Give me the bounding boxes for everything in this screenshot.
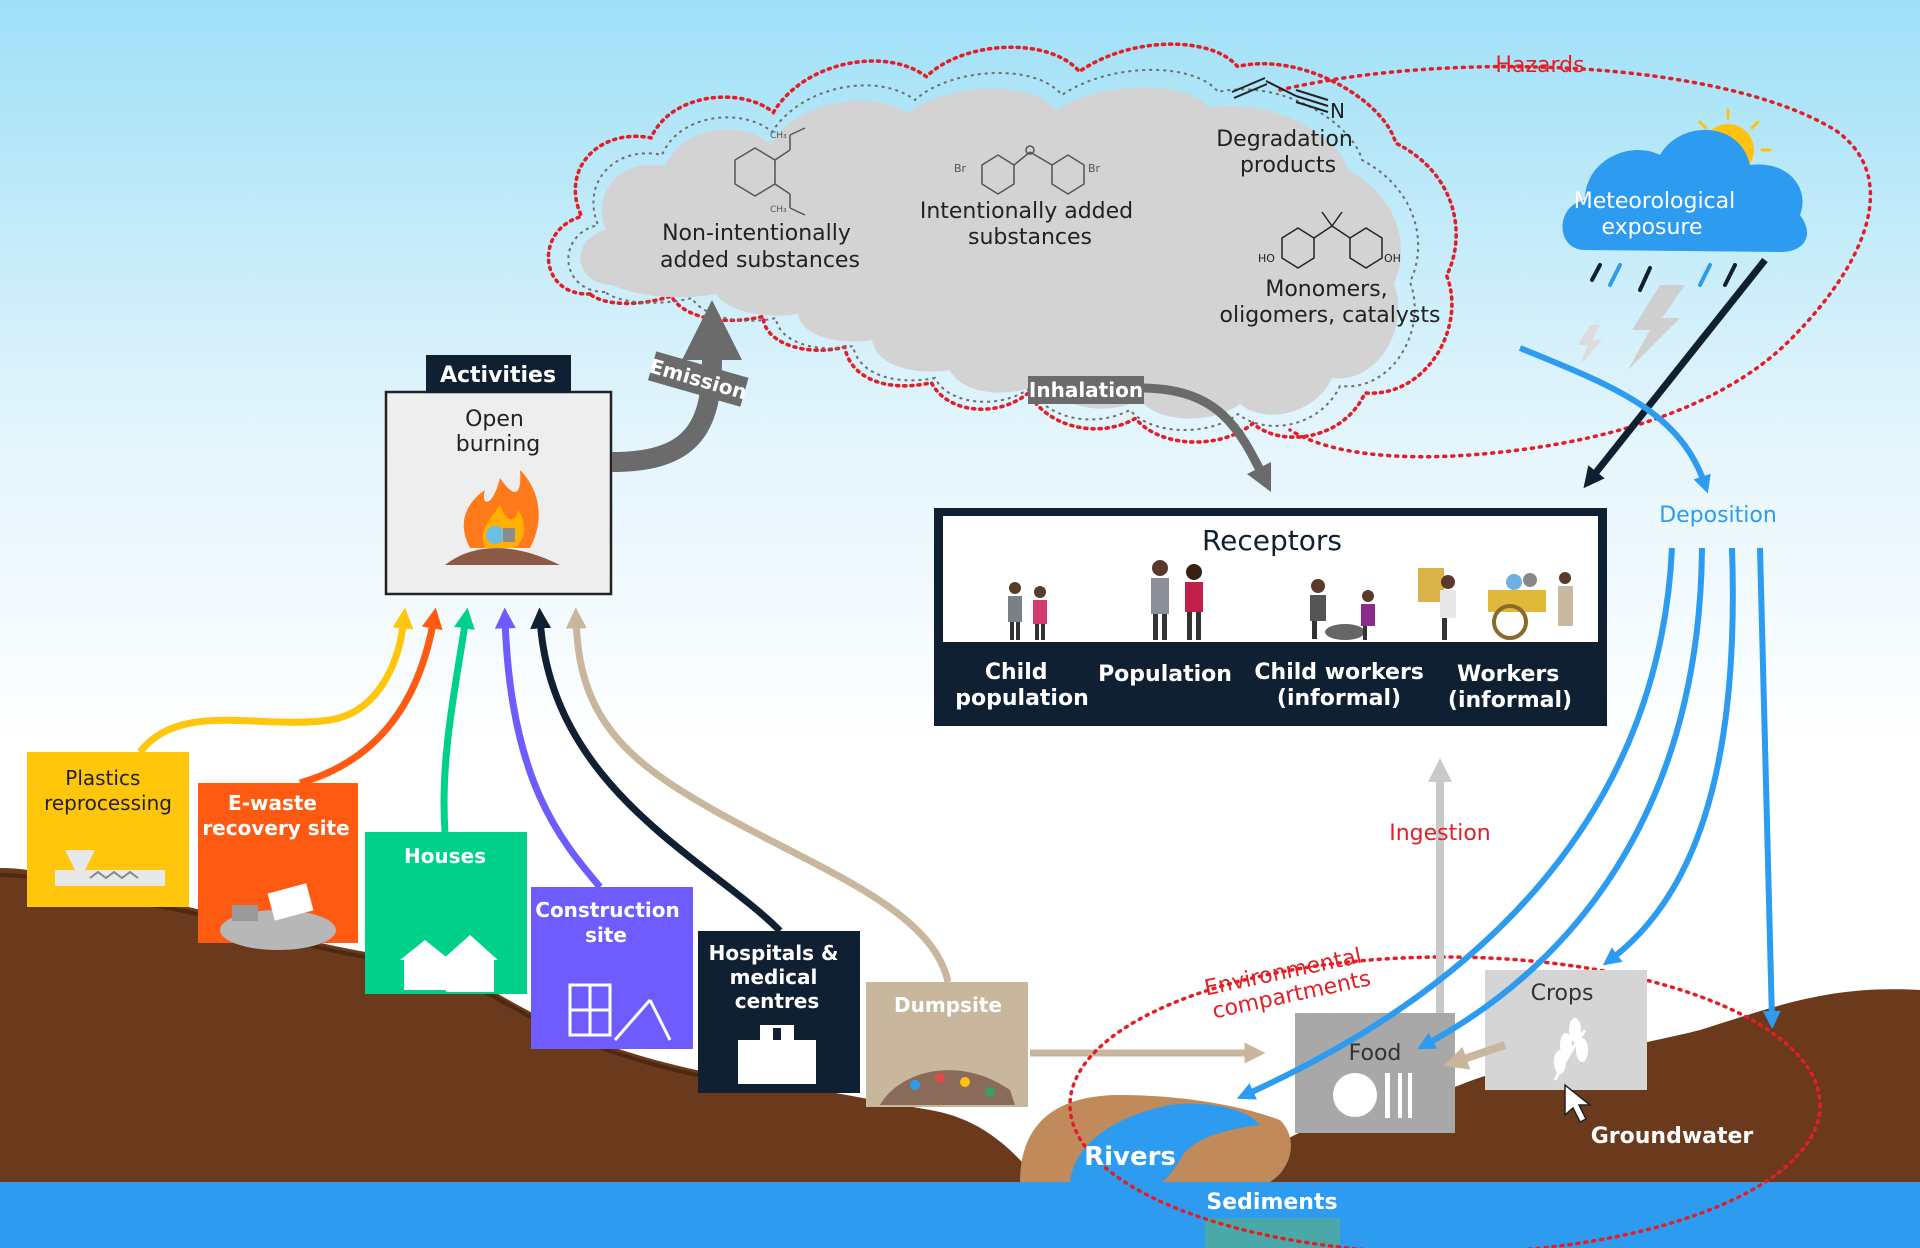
source-houses — [365, 832, 527, 994]
hazards-cloud — [546, 42, 1458, 444]
hospitals-label: Hospitals & medical centres — [709, 941, 846, 1013]
hospital-icon — [738, 1025, 816, 1084]
fire-icon — [445, 470, 560, 565]
groundwater-label: Groundwater — [1591, 1124, 1754, 1149]
river — [1070, 1103, 1260, 1182]
hazards-boundary — [546, 42, 1458, 444]
cloud-body — [580, 87, 1401, 419]
e-waste-recovery-label: E-waste recovery site — [202, 791, 349, 840]
child-population-icon — [1008, 582, 1047, 640]
sediments-label: Sediments — [1206, 1190, 1337, 1215]
arrow-e-waste — [299, 607, 443, 787]
source-dumpsite — [866, 982, 1028, 1107]
food-box — [1295, 1013, 1455, 1133]
bisphenol-structure-icon — [1281, 211, 1383, 269]
arrow-crops-to-food — [1443, 1041, 1507, 1070]
dumpsite-icon — [880, 1070, 1015, 1105]
wheat-icon — [1553, 1018, 1588, 1081]
monomers-label: Monomers, oligomers, catalysts — [1220, 277, 1441, 328]
receptor-population: Population — [1098, 662, 1232, 687]
receptors-title: Receptors — [1202, 524, 1342, 557]
source-hospitals — [698, 931, 860, 1093]
cloud-outline — [567, 68, 1420, 431]
receptor-child-population: Child population — [955, 660, 1089, 711]
deposition-arrow-from-cloud — [1518, 345, 1711, 494]
workers-informal-icon — [1418, 568, 1573, 640]
food-label: Food — [1349, 1041, 1402, 1066]
crops-label: Crops — [1531, 981, 1594, 1006]
bromo-diphenyl-ether-icon — [981, 145, 1085, 195]
deposition-to-rivers — [1236, 547, 1675, 1100]
weather-cloud-icon — [1562, 108, 1808, 370]
ho-label: HO — [1258, 252, 1275, 265]
degradation-label: Degradation products — [1216, 127, 1360, 178]
br-label-right: Br — [1088, 162, 1101, 175]
inhalation-tag — [1028, 376, 1144, 404]
sediments-layer — [1205, 1218, 1340, 1248]
nitrogen-label: N — [1330, 99, 1345, 123]
arrow-construction — [494, 607, 603, 890]
br-label-left: Br — [954, 162, 967, 175]
deposition-to-food — [1417, 547, 1705, 1050]
activities-header: Activities — [440, 363, 556, 388]
acrylonitrile-structure-icon — [1231, 77, 1329, 113]
arrow-hospitals — [530, 607, 783, 934]
child-workers-icon — [1310, 579, 1375, 640]
source-plastics-reprocessing — [27, 752, 189, 907]
dumpsite-label: Dumpsite — [894, 993, 1002, 1017]
houses-label: Houses — [404, 844, 486, 868]
nias-label: Non-intentionally added substances — [660, 221, 860, 273]
rivers-label: Rivers — [1084, 1142, 1176, 1172]
population-icon — [1151, 560, 1203, 640]
receptor-workers-informal: Workers (informal) — [1448, 662, 1572, 713]
plate-cutlery-icon — [1333, 1073, 1412, 1118]
hazards-boundary-extension — [1278, 64, 1873, 459]
plastics-reprocessing-label: Plastics reprocessing — [44, 766, 172, 815]
e-waste-icon — [220, 883, 336, 950]
ingestion-label: Ingestion — [1389, 821, 1491, 846]
houses-icon — [400, 935, 498, 992]
receptor-child-workers: Child workers (informal) — [1254, 660, 1431, 711]
groundwater-arrow-icon — [1564, 1083, 1593, 1124]
ias-label: Intentionally added substances — [920, 199, 1140, 250]
hazards-label: Hazards — [1495, 53, 1584, 78]
deposition-label: Deposition — [1659, 503, 1777, 528]
ch3-label-2: CH₃ — [770, 205, 787, 215]
deposition-to-crops — [1602, 547, 1736, 966]
inhalation-arrow — [1139, 383, 1272, 493]
arrow-plastics — [137, 607, 414, 755]
oh-label: OH — [1384, 252, 1401, 265]
meteorological-exposure-label: Meteorological exposure — [1574, 189, 1743, 240]
deposition-to-soil — [1757, 547, 1781, 1029]
ch3-label: CH₃ — [770, 131, 787, 141]
water-table — [0, 1180, 1920, 1248]
arrow-houses — [440, 607, 475, 833]
source-e-waste — [198, 783, 358, 950]
construction-icon — [568, 983, 672, 1041]
arrow-dumpsite — [565, 607, 952, 983]
meteorological-arrow — [1583, 257, 1768, 489]
construction-site-label: Construction site — [535, 898, 686, 947]
environmental-compartments-boundary — [1068, 955, 1822, 1248]
inhalation-label: Inhalation — [1029, 378, 1143, 402]
open-burning-label: Open burning — [456, 407, 541, 457]
extruder-icon — [55, 850, 165, 886]
source-construction-site — [531, 887, 693, 1049]
phthalate-structure-icon — [734, 127, 806, 216]
